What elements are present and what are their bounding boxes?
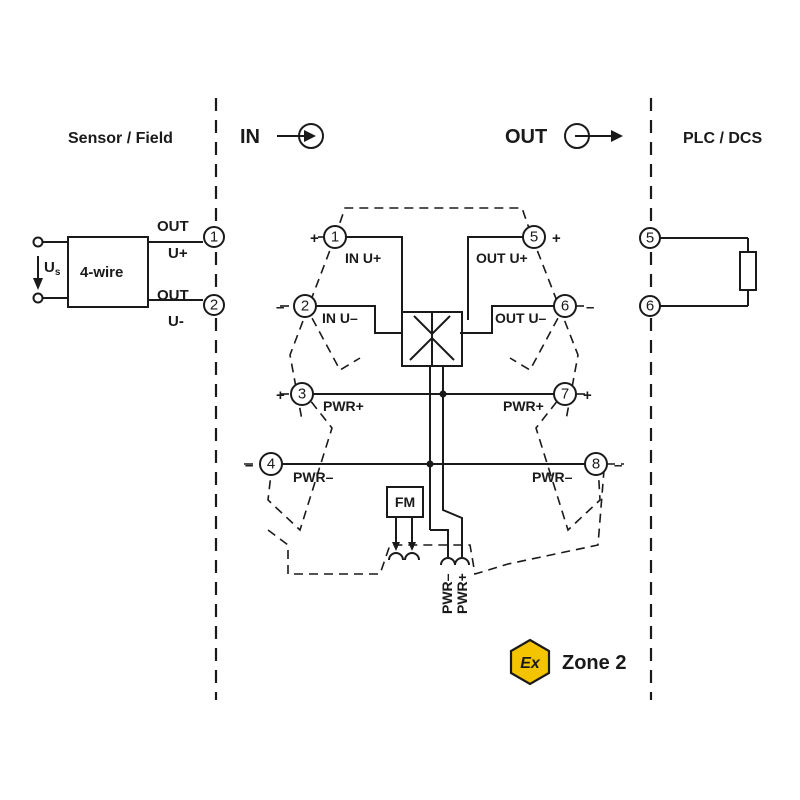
polarity-plus-5: +: [552, 230, 561, 247]
fm-label: FM: [395, 494, 415, 510]
pwr-minus-right-label: PWR–: [532, 469, 573, 485]
us-label: Us: [44, 259, 61, 278]
svg-text:7: 7: [561, 386, 569, 403]
in-header: IN: [240, 126, 260, 148]
zone-label: Zone 2: [562, 652, 626, 674]
polarity-plus-1: +: [310, 230, 319, 247]
field-terminal-1: 1: [203, 226, 225, 248]
in-u-plus-label: IN U+: [345, 250, 381, 266]
svg-text:Ex: Ex: [520, 655, 541, 672]
terminal-2: 2: [293, 294, 317, 318]
svg-text:3: 3: [298, 386, 306, 403]
polarity-minus-4: –: [245, 457, 253, 474]
four-wire-box: [67, 236, 149, 308]
svg-text:2: 2: [301, 298, 309, 315]
svg-text:4: 4: [267, 456, 275, 473]
in-arrow-icon: [277, 123, 324, 149]
sensor-u-plus-label: U+: [168, 245, 188, 262]
terminal-4: 4: [259, 452, 283, 476]
terminal-5: 5: [522, 225, 546, 249]
in-u-minus-label: IN U–: [322, 310, 358, 326]
pwr-plus-right-label: PWR+: [503, 398, 544, 414]
out-header: OUT: [505, 126, 547, 148]
terminal-6: 6: [553, 294, 577, 318]
isolation-block-icon: [401, 311, 463, 367]
load-resistor-icon: [739, 251, 757, 291]
sensor-out-top-label: OUT: [157, 218, 189, 235]
out-arrow-icon: [564, 123, 623, 149]
polarity-minus-2: –: [276, 299, 284, 316]
out-u-minus-label: OUT U–: [495, 310, 547, 326]
polarity-plus-3: +: [276, 387, 285, 404]
pwr-minus-left-label: PWR–: [293, 469, 334, 485]
sensor-field-header: Sensor / Field: [68, 130, 173, 147]
terminal-7: 7: [553, 382, 577, 406]
ex-zone-icon: Ex: [509, 638, 551, 686]
sensor-u-minus-label: U-: [168, 313, 184, 330]
terminal-1: 1: [323, 225, 347, 249]
svg-text:1: 1: [210, 229, 218, 246]
svg-text:2: 2: [210, 297, 218, 314]
field-terminal-2: 2: [203, 294, 225, 316]
pwr-plus-left-label: PWR+: [323, 398, 364, 414]
fm-contacts-icon: [388, 517, 420, 561]
four-wire-label: 4-wire: [80, 264, 123, 281]
terminal-3: 3: [290, 382, 314, 406]
polarity-minus-6: –: [586, 299, 594, 316]
polarity-minus-8: –: [614, 457, 622, 474]
out-u-plus-label: OUT U+: [476, 250, 528, 266]
bus-connector-icon: [440, 557, 470, 566]
bus-pwr-plus-label: PWR+: [454, 573, 470, 614]
svg-text:5: 5: [646, 230, 654, 247]
svg-text:1: 1: [331, 229, 339, 246]
terminal-8: 8: [584, 452, 608, 476]
svg-text:8: 8: [592, 456, 600, 473]
svg-text:6: 6: [646, 298, 654, 315]
us-source-icon: [32, 236, 68, 304]
polarity-plus-7: +: [583, 387, 592, 404]
svg-text:6: 6: [561, 298, 569, 315]
svg-text:5: 5: [530, 229, 538, 246]
sensor-out-bottom-label: OUT: [157, 287, 189, 304]
bus-pwr-minus-label: PWR–: [439, 573, 455, 614]
plc-terminal-5: 5: [639, 227, 661, 249]
plc-terminal-6: 6: [639, 295, 661, 317]
module-wiring: [282, 236, 586, 557]
plc-dcs-header: PLC / DCS: [683, 130, 762, 147]
fm-box: [386, 486, 424, 518]
